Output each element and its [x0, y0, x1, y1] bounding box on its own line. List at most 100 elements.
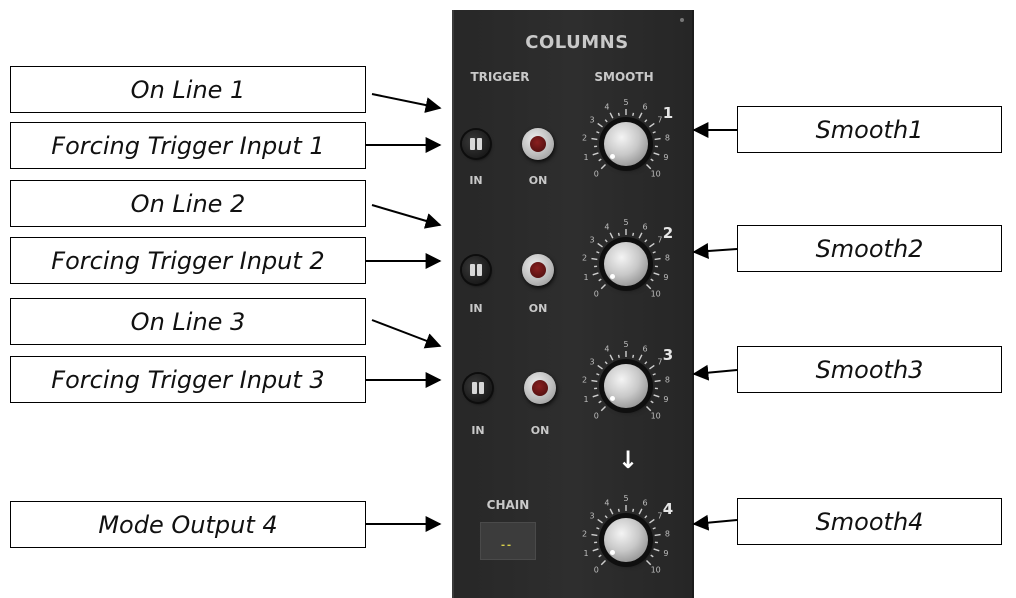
knob-tick	[632, 232, 635, 236]
knob-scale-number: 1	[584, 153, 589, 162]
knob-tick	[604, 361, 608, 365]
smooth-knob-1[interactable]	[604, 122, 648, 166]
knob-scales: 0123456789101012345678910201234567891030…	[582, 98, 673, 575]
knob-scale-number: 7	[657, 511, 662, 520]
knob-tick	[592, 152, 599, 156]
callout-forcing-trigger-input-2: Forcing Trigger Input 2	[10, 237, 366, 284]
knob-tick	[638, 354, 643, 361]
columns-module-panel: COLUMNS TRIGGER SMOOTH IN ON IN ON IN ON…	[452, 10, 694, 598]
arrow-on-line-1	[371, 93, 442, 113]
trigger-on-button-3[interactable]	[524, 372, 556, 404]
knob-tick	[650, 278, 654, 282]
knob-scale-number: 1	[584, 549, 589, 558]
knob-scale-number: 10	[651, 566, 661, 575]
smooth-knob-2[interactable]	[604, 242, 648, 286]
knob-scale-number: 4	[604, 223, 609, 232]
knob-tick	[596, 131, 600, 134]
smooth-knob-4[interactable]	[604, 518, 648, 562]
knob-scale-number: 7	[657, 235, 662, 244]
knob-tick	[600, 284, 606, 290]
arrow-smooth3	[692, 364, 738, 381]
smooth-knob-3[interactable]	[604, 364, 648, 408]
chain-down-arrow: ↓	[617, 446, 639, 474]
knob-scale-number: 3	[589, 357, 594, 366]
knob-scale-number: 8	[665, 375, 670, 384]
knob-tick	[617, 232, 620, 236]
knob-scale-number: 4	[604, 345, 609, 354]
callout-smooth1: Smooth1	[737, 106, 1002, 153]
knob-tick	[596, 373, 600, 376]
knob-scale-number: 8	[665, 133, 670, 142]
knob-scale-number: 9	[663, 549, 668, 558]
knob-scale-number: 4	[604, 103, 609, 112]
knob-tick	[600, 560, 606, 566]
knob-scale-number: 6	[643, 345, 648, 354]
knob-scale-number: 10	[651, 290, 661, 299]
knob-tick	[652, 131, 656, 134]
knob-tick	[654, 533, 661, 537]
callout-forcing-trigger-input-3: Forcing Trigger Input 3	[10, 356, 366, 403]
knob-scale-number: 6	[643, 103, 648, 112]
knob-tick	[598, 278, 602, 282]
knob-tick	[597, 364, 603, 370]
knob-tick	[617, 354, 620, 358]
knob-tick	[638, 232, 643, 239]
knob-scale-number: 0	[594, 412, 599, 421]
trigger-in-jack-2[interactable]	[462, 256, 490, 284]
knob-scale-number: 6	[643, 223, 648, 232]
callout-forcing-trigger-input-1: Forcing Trigger Input 1	[10, 122, 366, 169]
on-label-2: ON	[528, 302, 548, 315]
knob-scale-number: 10	[651, 412, 661, 421]
knob-scale-number: 10	[651, 170, 661, 179]
knob-tick	[591, 137, 598, 141]
on-label-1: ON	[528, 174, 548, 187]
knob-scale-number: 8	[665, 253, 670, 262]
knob-scale-number: 2	[582, 375, 587, 384]
trigger-on-button-1[interactable]	[522, 128, 554, 160]
knob-tick	[653, 548, 660, 552]
in-label-1: IN	[469, 174, 483, 187]
knob-scale-number: 8	[665, 529, 670, 538]
knob-tick	[646, 164, 652, 170]
knob-index-number: 4	[663, 500, 673, 518]
knob-scale-number: 3	[589, 235, 594, 244]
trigger-header: TRIGGER	[470, 70, 530, 84]
chain-label: CHAIN	[486, 498, 530, 512]
trigger-in-jack-1[interactable]	[462, 130, 490, 158]
knob-tick	[653, 152, 660, 156]
knob-scale-number: 1	[584, 395, 589, 404]
knob-tick	[597, 122, 603, 128]
knob-tick	[644, 119, 648, 123]
knob-tick	[632, 354, 635, 358]
knob-tick	[644, 239, 648, 243]
knob-tick	[598, 158, 602, 162]
knob-tick	[592, 272, 599, 276]
knob-tick	[609, 112, 614, 119]
knob-scale-number: 5	[623, 218, 628, 227]
knob-tick	[654, 137, 661, 141]
knob-tick	[649, 364, 655, 370]
screw-dot	[680, 18, 684, 22]
knob-tick	[617, 508, 620, 512]
in-label-3: IN	[471, 424, 485, 437]
knob-tick	[652, 527, 656, 530]
knob-scale-number: 3	[589, 511, 594, 520]
knob-scale-number: 0	[594, 290, 599, 299]
knob-tick	[591, 379, 598, 383]
callout-on-line-2: On Line 2	[10, 180, 366, 227]
knob-tick	[653, 272, 660, 276]
arrow-on-line-3	[371, 319, 442, 349]
knob-tick	[652, 251, 656, 254]
knob-tick	[638, 508, 643, 515]
knob-tick	[609, 508, 614, 515]
trigger-in-jack-3[interactable]	[464, 374, 492, 402]
smooth-header: SMOOTH	[594, 70, 654, 84]
knob-scale-number: 5	[623, 494, 628, 503]
knob-index-number: 1	[663, 104, 673, 122]
knob-tick	[592, 394, 599, 398]
trigger-on-button-2[interactable]	[522, 254, 554, 286]
